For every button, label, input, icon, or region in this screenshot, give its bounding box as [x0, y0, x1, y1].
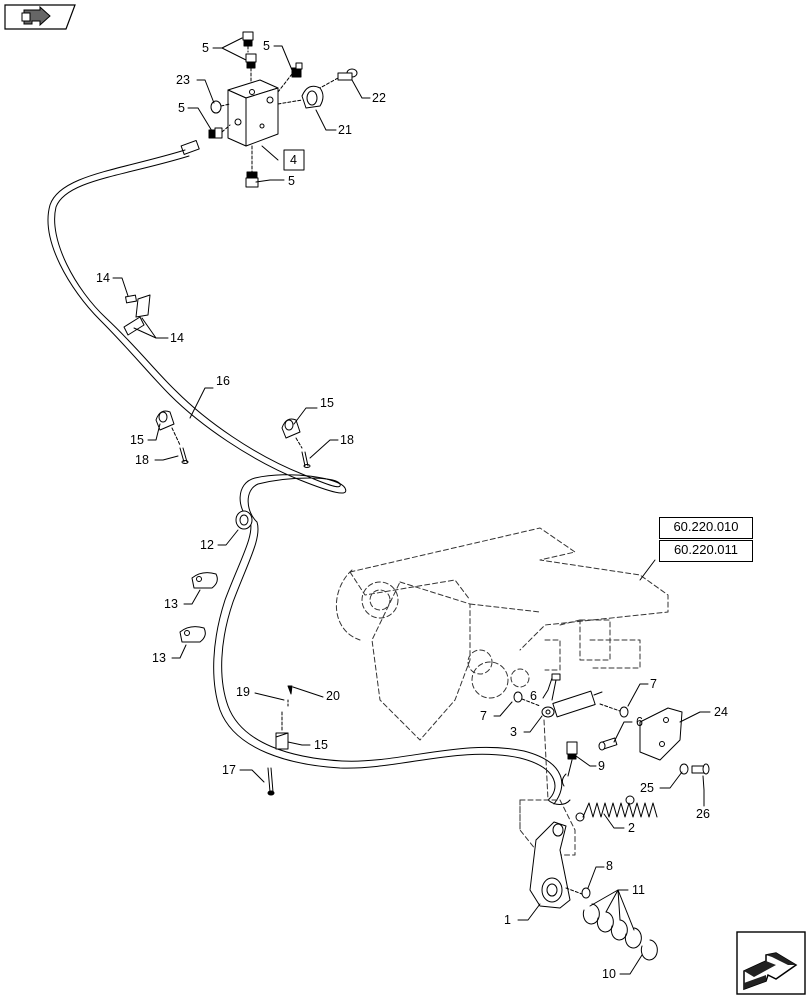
callout-24: 24 — [714, 705, 728, 719]
fitting-part-5-top2 — [245, 53, 257, 83]
bolt-part-17 — [267, 767, 275, 796]
retaining-rings-part-11 — [582, 903, 642, 949]
valve-block — [227, 79, 279, 147]
plug-part-23 — [210, 100, 231, 114]
callout-18-right: 18 — [340, 433, 354, 447]
washer-part-8 — [581, 887, 591, 899]
washer-part-7-right — [599, 703, 629, 718]
callout-22: 22 — [372, 91, 386, 105]
clamp-part-15-lower — [275, 711, 289, 750]
callout-19: 19 — [236, 685, 250, 699]
callout-2: 2 — [628, 821, 635, 835]
fitting-part-9 — [561, 741, 578, 787]
callout-15-right: 15 — [320, 396, 334, 410]
fitting-part-5-top1 — [242, 31, 254, 53]
page-back-arrow-icon — [4, 4, 76, 30]
nav-forward-button[interactable] — [736, 931, 806, 995]
pedal-arm-part-1 — [529, 821, 583, 909]
callout-7-left: 7 — [480, 709, 487, 723]
fitting-part-5-left — [208, 124, 231, 139]
callout-25: 25 — [640, 781, 654, 795]
clamp-part-21 — [277, 85, 324, 109]
callout-13-lower: 13 — [152, 651, 166, 665]
callout-3: 3 — [510, 725, 517, 739]
callout-21: 21 — [338, 123, 352, 137]
callout-13-upper: 13 — [164, 597, 178, 611]
fitting-part-5-right — [277, 62, 303, 93]
hose-clamp-part-15-left — [155, 410, 181, 446]
bolt-part-26 — [691, 763, 710, 775]
callout-5-top-pair: 5 — [202, 41, 209, 55]
phantom-frame-assembly — [335, 527, 669, 741]
reference-link-60-220-010[interactable]: 60.220.010 — [659, 517, 753, 539]
hydraulic-hose — [47, 140, 571, 805]
callout-17: 17 — [222, 763, 236, 777]
callout-14-lower: 14 — [170, 331, 184, 345]
callout-20: 20 — [326, 689, 340, 703]
fitting-part-5-bottom — [245, 145, 259, 188]
callout-26: 26 — [696, 807, 710, 821]
hose-clamp-part-15-right — [281, 418, 303, 449]
bolt-part-6-lower — [598, 737, 618, 751]
reference-link-60-220-011[interactable]: 60.220.011 — [659, 540, 753, 562]
bolt-part-22 — [319, 68, 358, 89]
callout-14-upper: 14 — [96, 271, 110, 285]
callout-7-right: 7 — [650, 677, 657, 691]
hose-guard-part-14 — [123, 294, 151, 336]
washer-part-7-left — [513, 691, 541, 707]
nav-back-button[interactable] — [4, 4, 76, 30]
bolt-part-18-left — [179, 447, 189, 464]
callout-labels: 4 5 5 5 5 23 22 21 14 14 16 15 15 18 18 … — [96, 39, 728, 981]
callout-10: 10 — [602, 967, 616, 981]
leader-lines — [112, 37, 711, 975]
callout-8: 8 — [606, 859, 613, 873]
callout-12: 12 — [200, 538, 214, 552]
callout-5-left: 5 — [178, 101, 185, 115]
callout-15-lower: 15 — [314, 738, 328, 752]
callout-1: 1 — [504, 913, 511, 927]
callout-23: 23 — [176, 73, 190, 87]
callout-11: 11 — [632, 883, 645, 897]
clip-part-13-upper — [191, 572, 218, 589]
callout-15-left: 15 — [130, 433, 144, 447]
callout-6-upper: 6 — [530, 689, 537, 703]
cylinder-part-3 — [541, 690, 603, 718]
pin-part-19-20 — [287, 685, 293, 709]
grommet-part-12 — [235, 510, 253, 530]
callout-box-part-4 — [283, 149, 305, 171]
clip-part-13-lower — [179, 626, 206, 643]
callout-16: 16 — [216, 374, 230, 388]
ring-part-10 — [640, 939, 658, 961]
phantom-link-box — [519, 719, 576, 856]
bolt-part-18-right — [301, 451, 311, 468]
callout-18-left: 18 — [135, 453, 149, 467]
callout-5-bottom: 5 — [288, 174, 295, 188]
pin-part-6-upper — [551, 673, 561, 701]
callout-4: 4 — [290, 153, 297, 167]
callout-5-right: 5 — [263, 39, 270, 53]
callout-9: 9 — [598, 759, 605, 773]
spring-part-2 — [575, 795, 658, 822]
callout-6-lower: 6 — [636, 715, 643, 729]
page-forward-arrow-icon — [736, 931, 806, 995]
bracket-part-24 — [639, 707, 683, 761]
